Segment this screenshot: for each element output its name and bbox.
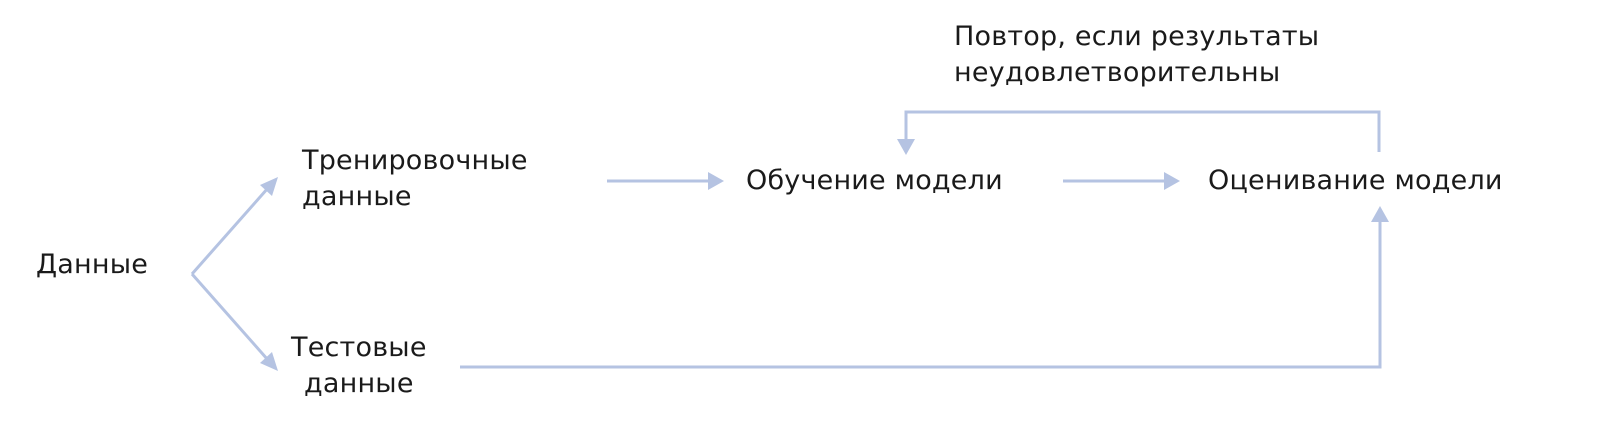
node-test-data-line2: данные: [303, 368, 414, 399]
edge-fit-to-eval: [1063, 172, 1180, 190]
node-model-training: Обучение модели: [746, 163, 1003, 199]
edge-train-to-fit: [607, 172, 724, 190]
node-model-evaluation-label: Оценивание модели: [1208, 165, 1503, 196]
edge-data-to-test: [190, 273, 278, 371]
node-test-data: Тестовые данные: [291, 330, 427, 402]
node-model-training-label: Обучение модели: [746, 165, 1003, 196]
edge-eval-to-fit-loop: [897, 110, 1381, 155]
loop-note: Повтор, если результаты неудовлетворител…: [954, 19, 1319, 91]
edge-test-to-eval: [460, 206, 1389, 369]
node-train-data: Тренировочные данные: [302, 143, 528, 215]
node-train-data-line2: данные: [302, 181, 412, 212]
node-test-data-line1: Тестовые: [291, 332, 427, 363]
edge-data-to-train: [190, 177, 278, 275]
loop-note-line1: Повтор, если результаты: [954, 21, 1320, 52]
node-data: Данные: [36, 247, 148, 283]
node-data-label: Данные: [36, 249, 149, 280]
node-model-evaluation: Оценивание модели: [1208, 163, 1503, 199]
loop-note-line2: неудовлетворительны: [954, 57, 1281, 88]
node-train-data-line1: Тренировочные: [302, 145, 528, 176]
